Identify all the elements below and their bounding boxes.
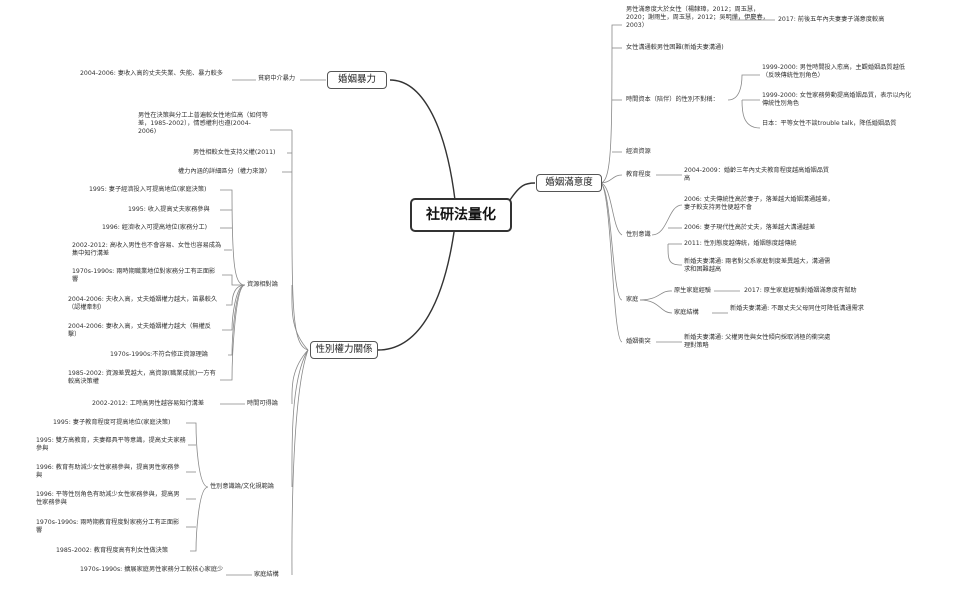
leaf-time-capital-1[interactable]: 1999-2000: 女性家務勞動提高婚姻品質，表示以內化傳統性別角色 bbox=[762, 92, 912, 107]
leaf-resource-4[interactable]: 1970s-1990s: 兩時期職業地位對家務分工有正面影響 bbox=[72, 268, 216, 283]
leaf-resource-8[interactable]: 1985-2002: 資源差異越大，高資源(職業成就)一方有較高決策權 bbox=[68, 370, 216, 385]
leaf-family-structure-0[interactable]: 1970s-1990s: 擴展家庭男性家務分工較核心家庭少 bbox=[80, 566, 224, 573]
node-education[interactable]: 教育程度 bbox=[626, 171, 651, 178]
connector-root-power bbox=[377, 224, 456, 351]
leaf-time-capital-0[interactable]: 1999-2000: 男性時間投入愈高，主觀婚姻品質越低（反映傳統性別角色） bbox=[762, 64, 905, 79]
leaf-marital-conflict-0[interactable]: 新婚夫妻溝通: 父權男性與女性傾向採取消極的衝突處理對策略 bbox=[684, 334, 831, 349]
leaf-resource-6[interactable]: 2004-2006: 妻收入高，丈夫婚姻權力越大（無權反擊） bbox=[68, 323, 211, 338]
leaf-family-structure-sat-0[interactable]: 新婚夫妻溝通: 不跟丈夫父母同住可降低溝通需求 bbox=[730, 305, 864, 312]
leaf-resource-1[interactable]: 1995: 收入提高丈夫家務參與 bbox=[128, 206, 210, 213]
leaf-resource-3[interactable]: 2002-2012: 高收入男性也不會容易、女性也容易成為集中知行溝差 bbox=[72, 242, 222, 257]
leaf-violence-2004[interactable]: 2004-2006: 妻收入高的丈夫失業、失能、暴力較多 bbox=[80, 70, 223, 77]
leaf-satisfaction-top-note[interactable]: 2017: 前後五年內夫妻妻子滿意度較高 bbox=[778, 16, 885, 23]
leaf-gender-4[interactable]: 1970s-1990s: 兩時期教育程度對家務分工有正面影響 bbox=[36, 519, 180, 534]
leaf-time-0[interactable]: 2002-2012: 工時高男性越容易知行溝差 bbox=[92, 400, 205, 407]
node-time-capital[interactable]: 時間資本（陪伴）的性別不對稱： bbox=[626, 96, 719, 103]
node-economic-resource[interactable]: 經濟資源 bbox=[626, 148, 651, 155]
topic-gender-power[interactable]: 性別權力關係 bbox=[310, 341, 378, 359]
leaf-education-0[interactable]: 2004-2009：婚齡三年內丈夫教育程度越高婚姻品質高 bbox=[684, 167, 830, 182]
leaf-family-origin-0[interactable]: 2017: 原生家庭經驗對婚姻滿意度有幫助 bbox=[744, 287, 857, 294]
node-family[interactable]: 家庭 bbox=[626, 296, 639, 303]
node-gender-ideology[interactable]: 性別意識論/文化規範論 bbox=[210, 483, 274, 490]
leaf-gender-2[interactable]: 1996: 教育有助減少女性家務參與，提高男性家務參與 bbox=[36, 464, 180, 479]
node-marital-conflict[interactable]: 婚姻衝突 bbox=[626, 338, 651, 345]
leaf-gender-0[interactable]: 1995: 妻子教育程度可提高地位(家庭決策) bbox=[53, 419, 171, 426]
leaf-satisfaction-top[interactable]: 男性滿意度大於女性（楊隸璋，2012；周玉慧，2020；謝雨生，周玉慧，2012… bbox=[626, 6, 769, 29]
leaf-resource-5[interactable]: 2004-2006: 夫收入高，丈夫婚姻權力越大，笛暴較久（認權牽制） bbox=[68, 296, 218, 311]
leaf-wife-communication[interactable]: 女性溝通較男性困難(新婚夫妻溝通) bbox=[626, 44, 724, 51]
leaf-gender-view-1[interactable]: 2006: 妻子現代性高於丈夫，落差越大溝通越差 bbox=[684, 224, 816, 231]
topic-marital-satisfaction[interactable]: 婚姻滿意度 bbox=[536, 174, 602, 192]
node-resource-theory[interactable]: 資源相對論 bbox=[247, 281, 278, 288]
node-time-availability[interactable]: 時間可得論 bbox=[247, 400, 278, 407]
root-topic[interactable]: 社研法量化 bbox=[410, 198, 512, 232]
topic-violence[interactable]: 婚姻暴力 bbox=[327, 71, 387, 89]
leaf-power-top[interactable]: 男性在決策與分工上普遍較女性地位高（如何等差，1985-2002），情感權利也遵… bbox=[138, 112, 268, 135]
leaf-gender-view-2[interactable]: 2011: 性別態度越傳統，婚姻態度越傳統 bbox=[684, 240, 797, 247]
leaf-gender-1[interactable]: 1995: 雙方高教育，夫妻都具平等意識，提高丈夫家務參與 bbox=[36, 437, 186, 452]
node-family-structure[interactable]: 家庭結構 bbox=[254, 571, 279, 578]
leaf-gender-view-0[interactable]: 2006: 丈夫傳統性高於妻子，落差越大婚姻溝通越差，妻子較支持男性便越不會 bbox=[684, 196, 834, 211]
leaf-gender-view-3[interactable]: 新婚夫妻溝通: 兩者對父系家庭制度差異越大，溝通需求和困難越高 bbox=[684, 258, 831, 273]
leaf-gender-5[interactable]: 1985-2002: 教育程度高有利女性做決策 bbox=[56, 547, 169, 554]
leaf-resource-2[interactable]: 1996: 經濟收入可提高地位(家務分工) bbox=[102, 224, 208, 231]
node-family-origin[interactable]: 原生家庭經驗 bbox=[674, 287, 712, 294]
leaf-time-capital-2[interactable]: 日本：平等女性不談trouble talk，降低婚姻品質 bbox=[762, 120, 897, 127]
leaf-gender-3[interactable]: 1996: 平等性別角色有助減少女性家務參與，提高男性家務參與 bbox=[36, 491, 180, 506]
connector-root-violence bbox=[389, 79, 456, 201]
leaf-power-support[interactable]: 男性相較女性支持父權(2011) bbox=[193, 149, 276, 156]
leaf-power-inner[interactable]: 權力內涵的詳細區分（權力來源） bbox=[178, 168, 271, 175]
leaf-resource-0[interactable]: 1995: 妻子經濟投入可提高地位(家庭決策) bbox=[89, 186, 207, 193]
node-family-structure-sat[interactable]: 家庭結構 bbox=[674, 309, 699, 316]
connector-root-satisfaction bbox=[509, 182, 536, 201]
leaf-resource-7[interactable]: 1970s-1990s:不符合修正資源理論 bbox=[110, 351, 208, 358]
node-poverty-mediation[interactable]: 貧窮中介暴力 bbox=[258, 75, 296, 82]
node-gender-view[interactable]: 性別意識 bbox=[626, 231, 651, 238]
